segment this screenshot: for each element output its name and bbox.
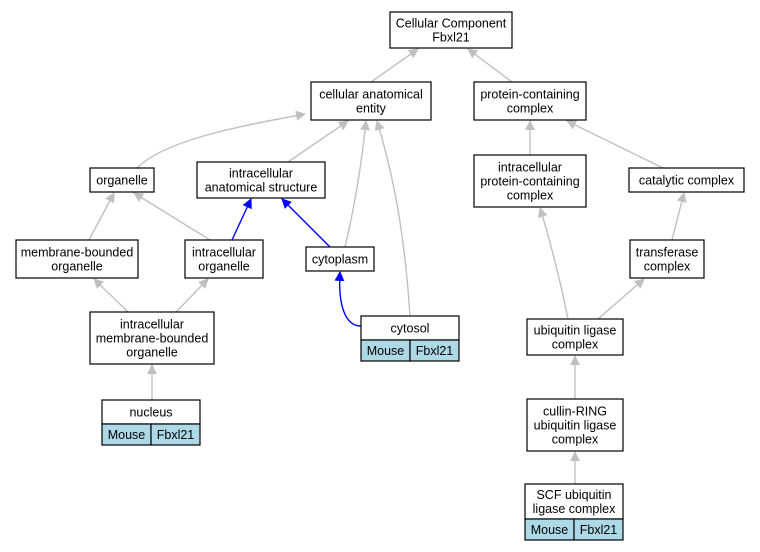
node-label-line: protein-containing [480, 175, 579, 189]
edge-ubiquitin-ligase-complex-to-transferase-complex [597, 278, 645, 320]
node-cytoplasm: cytoplasm [305, 246, 375, 272]
node-box [15, 239, 139, 279]
node-label-line: organelle [126, 346, 177, 360]
node-box [310, 81, 432, 121]
edge-cytoplasm-to-cellular-anatomical-entity [344, 120, 371, 248]
edge-intracellular-membrane-bounded-organelle-to-intracellular-organelle [175, 278, 209, 313]
node-label-line: intracellular [229, 167, 293, 181]
node-box [628, 167, 745, 193]
edge-cellular-anatomical-entity-to-root [370, 48, 419, 83]
node-label-line: Fbxl21 [432, 31, 470, 45]
node-label-line: intracellular [192, 246, 256, 260]
node-label-line: organelle [51, 260, 102, 274]
node-box [305, 246, 375, 272]
node-label-line: membrane-bounded [21, 246, 134, 260]
node-label-line: protein-containing [480, 88, 579, 102]
node-label-line: entity [356, 102, 387, 116]
node-label-line: complex [507, 189, 554, 203]
node-label-line: anatomical structure [205, 181, 318, 195]
node-label-line: ligase complex [533, 502, 616, 516]
node-label-line: nucleus [129, 406, 172, 420]
edge-organelle-to-cellular-anatomical-entity [136, 110, 306, 169]
node-box [526, 318, 624, 356]
node-label-line: complex [552, 433, 599, 447]
node-box [89, 167, 155, 193]
edge-cytosol-to-cytoplasm [334, 271, 362, 327]
edges-layer [88, 48, 687, 484]
edge-ubiquitin-ligase-complex-to-intracellular-protein-containing-complex [537, 207, 569, 320]
annotation-gene-cell [150, 423, 201, 446]
node-box [473, 154, 587, 208]
annotation-species: Mouse [108, 428, 146, 442]
edge-intracellular-anatomical-structure-to-cellular-anatomical-entity [287, 120, 349, 163]
node-label-line: organelle [96, 174, 147, 188]
annotation-gene: Fbxl21 [580, 523, 618, 537]
annotation-gene-cell [573, 518, 624, 541]
node-organelle: organelle [89, 167, 155, 193]
node-box [184, 239, 264, 279]
annotation-species: Mouse [531, 523, 569, 537]
edge-transferase-complex-to-catalytic-complex [671, 192, 687, 241]
node-box [473, 81, 587, 121]
node-label-line: intracellular [120, 318, 184, 332]
node-box [524, 483, 624, 520]
annotation-gene-cell [409, 339, 460, 362]
node-label-line: catalytic complex [639, 174, 735, 188]
node-label-line: cellular anatomical [319, 88, 423, 102]
node-box [526, 398, 624, 452]
node-box [389, 11, 513, 49]
edge-membrane-bounded-organelle-to-organelle [88, 192, 115, 241]
annotation-gene: Fbxl21 [157, 428, 195, 442]
node-label-line: complex [644, 260, 691, 274]
node-label-line: SCF ubiquitin [536, 488, 611, 502]
node-box [196, 161, 326, 199]
node-label-line: transferase [636, 246, 699, 260]
edge-catalytic-complex-to-protein-containing-complex [566, 120, 664, 169]
node-label-line: complex [507, 102, 554, 116]
node-label-line: membrane-bounded [96, 332, 209, 346]
edge-protein-containing-complex-to-root [467, 48, 513, 83]
node-label-line: Cellular Component [396, 17, 507, 31]
node-label-line: intracellular [498, 161, 562, 175]
edge-intracellular-organelle-to-intracellular-anatomical-structure [231, 198, 252, 241]
node-box [89, 311, 215, 365]
node-label-line: ubiquitin ligase [534, 419, 617, 433]
edge-cytoplasm-to-intracellular-anatomical-structure [281, 198, 331, 248]
node-label-line: organelle [198, 260, 249, 274]
node-catalytic-complex: catalytic complex [628, 167, 745, 193]
node-label-line: ubiquitin ligase [534, 324, 617, 338]
node-label-line: cullin-RING [543, 405, 607, 419]
node-label-line: cytoplasm [312, 253, 368, 267]
annotation-gene: Fbxl21 [416, 344, 454, 358]
annotation-species: Mouse [367, 344, 405, 358]
edge-intracellular-organelle-to-organelle [133, 192, 211, 241]
node-label-line: cytosol [391, 322, 430, 336]
node-label-line: complex [552, 338, 599, 352]
edge-intracellular-membrane-bounded-organelle-to-membrane-bounded-organelle [93, 278, 129, 313]
edge-cytosol-to-cellular-anatomical-entity [374, 120, 411, 317]
node-box [629, 239, 705, 279]
